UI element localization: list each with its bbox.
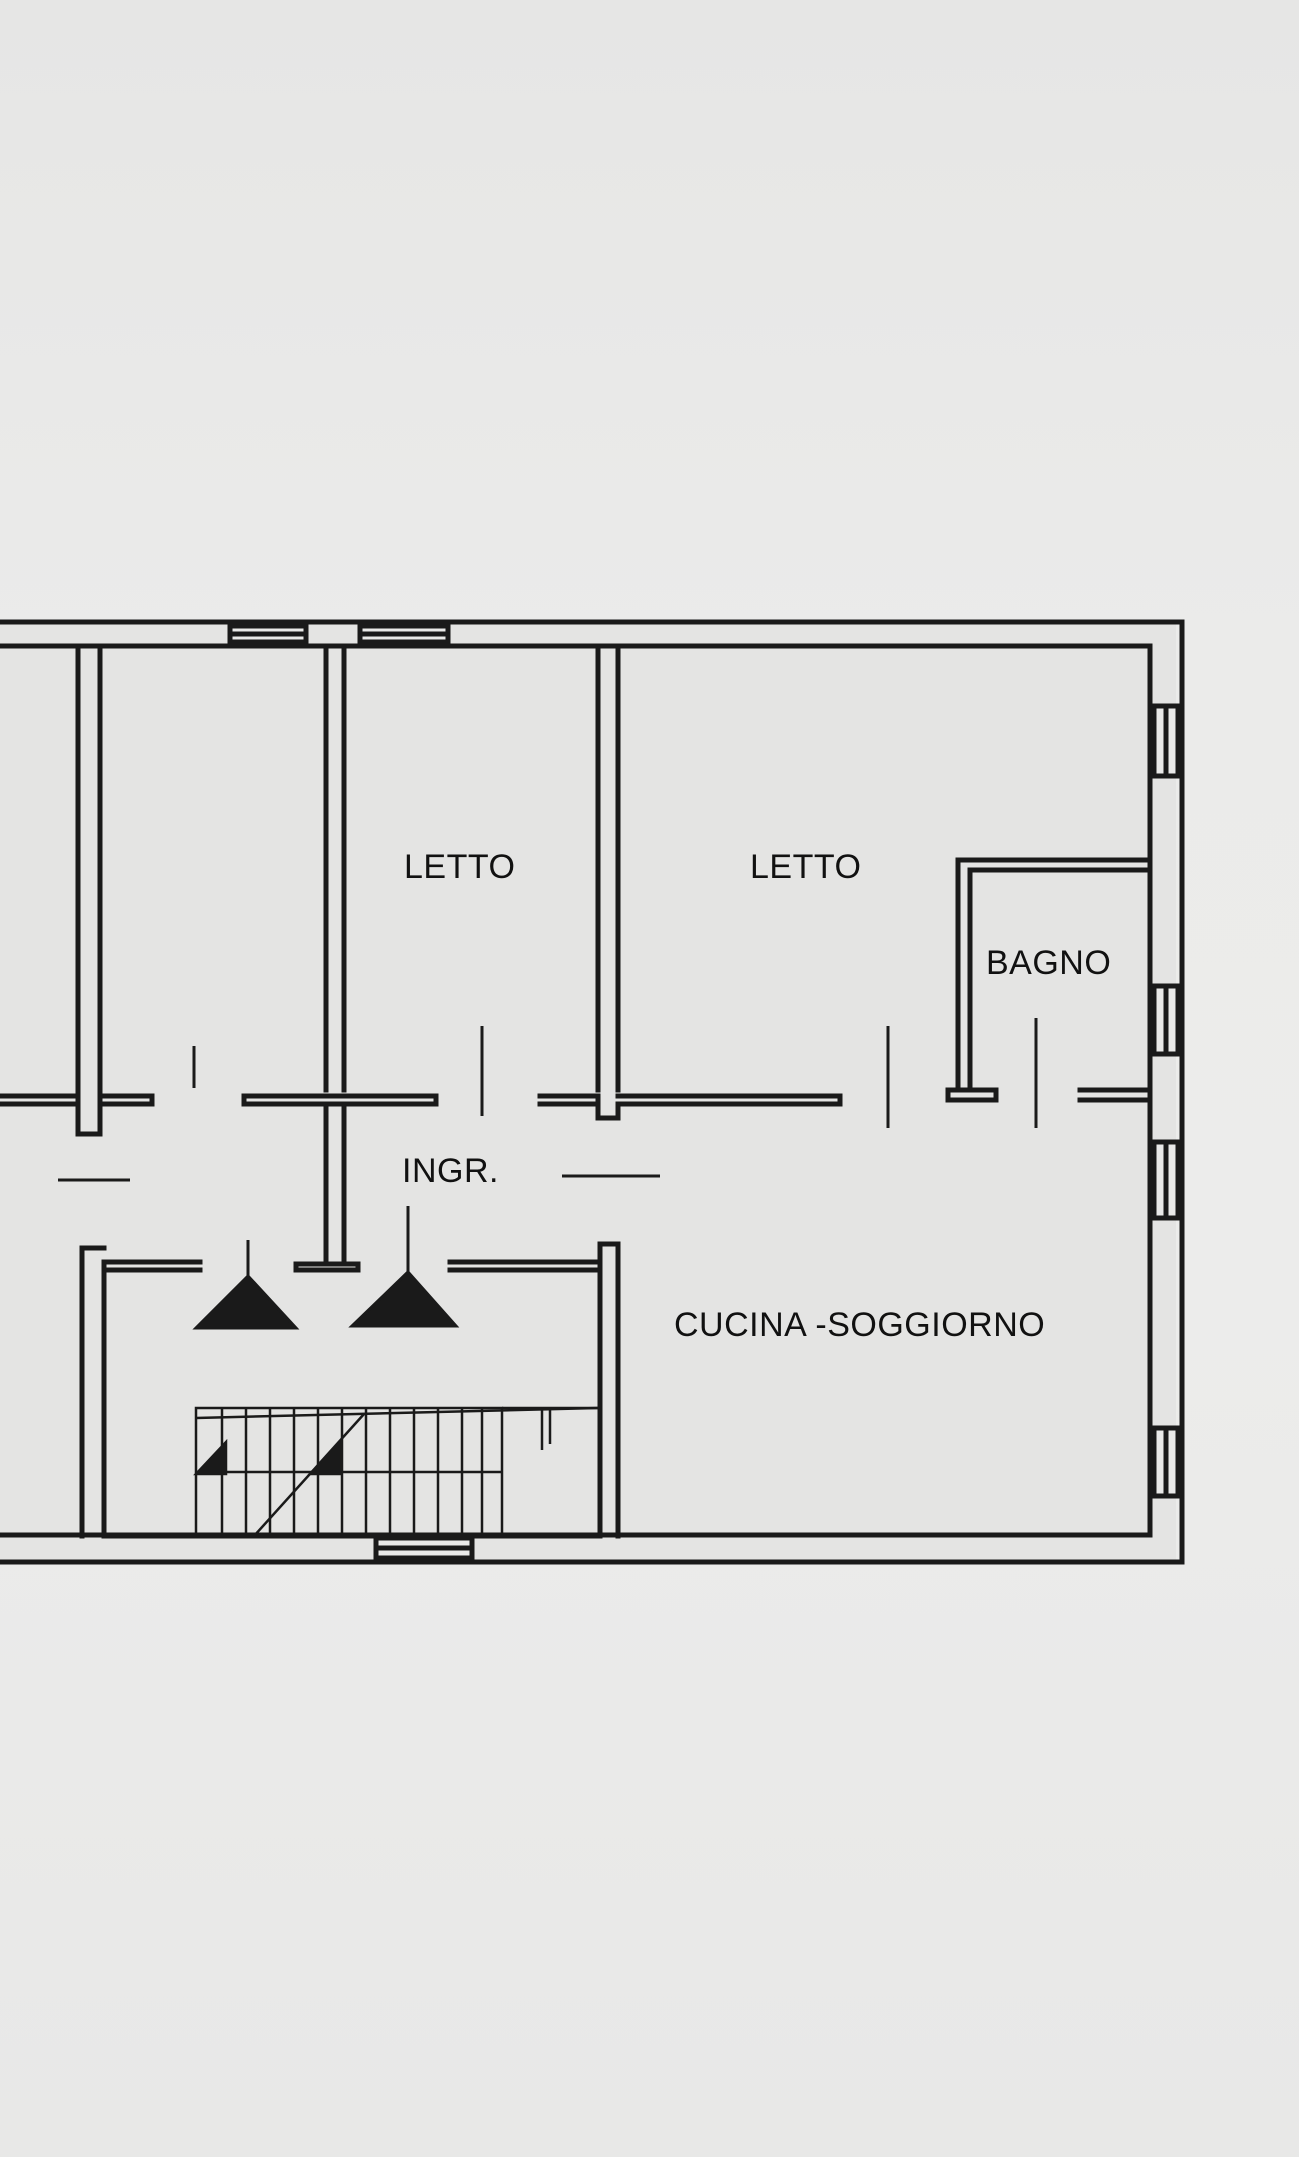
wall-stair-room <box>79 1245 107 1539</box>
walls <box>0 619 1185 1565</box>
room-label-letto-1: LETTO <box>404 848 515 886</box>
staircase-icon <box>193 1406 599 1538</box>
door-marks <box>58 1018 1038 1182</box>
wall-bagno <box>955 857 1153 1093</box>
room-label-cucina-soggiorno: CUCINA -SOGGIORNO <box>674 1306 1045 1344</box>
outer-wall-top <box>0 619 1185 1565</box>
wall-left-room <box>75 643 103 1137</box>
wall-letto-2-left <box>595 643 621 1093</box>
room-label-ingresso: INGR. <box>402 1152 499 1190</box>
floor-area <box>0 622 1176 1560</box>
entrance-arrow-icon <box>192 1206 460 1330</box>
wall-letto-1-left <box>323 643 347 1093</box>
room-label-letto-2: LETTO <box>750 848 861 886</box>
room-label-bagno: BAGNO <box>986 944 1111 982</box>
